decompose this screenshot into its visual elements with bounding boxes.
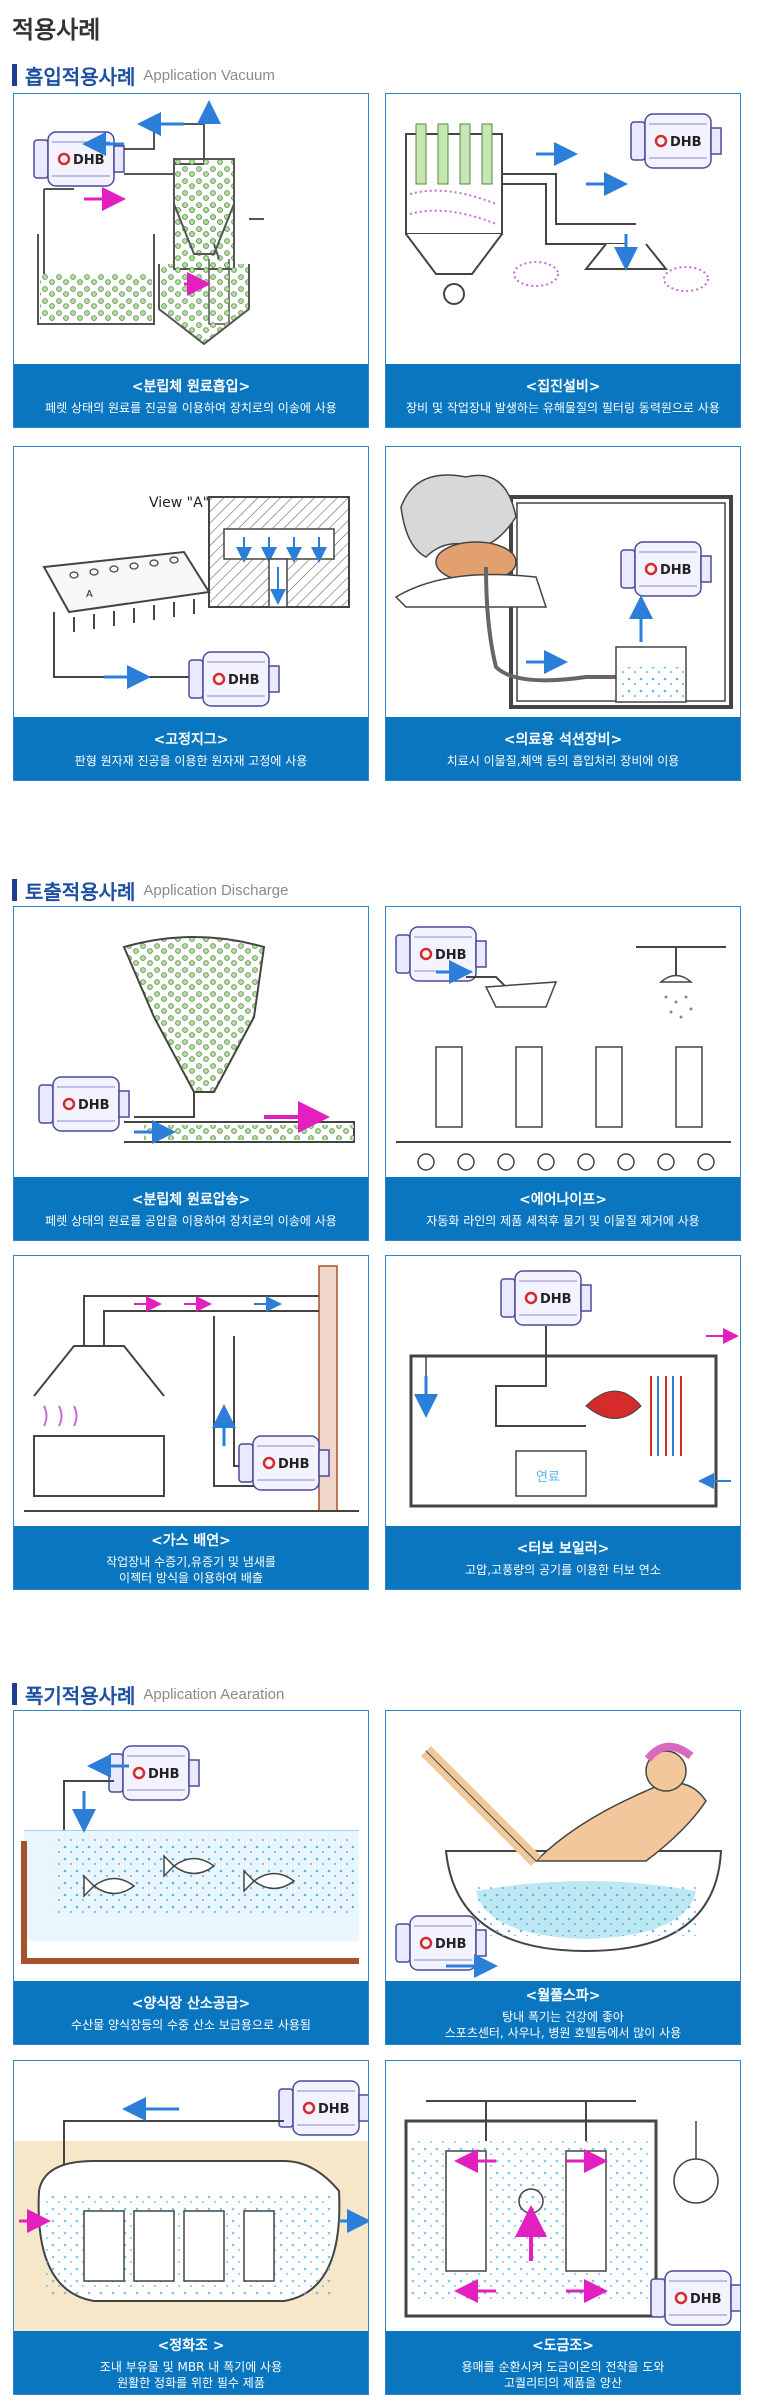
section-marker: [12, 1683, 17, 1705]
card-desc-line2: 스포츠센터, 사우나, 병원 호텔등에서 많이 사용: [444, 2025, 682, 2040]
card-desc: 고압,고풍량의 공기를 이용한 터보 연소: [465, 1562, 661, 1577]
plating-bath-illustration: [404, 2100, 740, 2327]
card-title: <고정지그>: [153, 731, 229, 748]
medical-suction-illustration: [394, 474, 733, 709]
powder-conveying-illustration: [37, 936, 355, 1144]
card-caption: <월풀스파> 탕내 폭기는 건강에 좋아 스포츠센터, 사우나, 병원 호텔등에…: [386, 1981, 740, 2044]
card-fixing-jig: View "A" A <고정지그> 판형 원자재 진공을 이용한 원자재 고정에…: [13, 446, 369, 781]
section-title-ko: 흡입적용사례: [25, 64, 136, 89]
section-marker: [12, 64, 17, 86]
section-title-en: Application Aearation: [143, 1685, 285, 1703]
card-dust-collector: <집진설비> 장비 및 작업장내 발생하는 유해물질의 필터링 동력원으로 사용: [385, 93, 741, 428]
card-turbo-boiler: 연료 <터보 보일러> 고압,고풍량의 공기를 이용한 터보 연소: [385, 1255, 741, 1590]
card-desc-line2: 이젝터 방식을 이용하여 배출: [119, 1570, 263, 1585]
card-desc: 조내 부유물 및 MBR 내 폭기에 사용: [99, 2359, 283, 2374]
card-plating-bath: <도금조> 용매를 순환시켜 도금이온의 전착을 도와 고퀄리티의 제품을 양산: [385, 2060, 741, 2395]
card-desc: 작업장내 수증기,유증기 및 냄새를: [106, 1554, 276, 1569]
card-title: <의료용 석션장비>: [503, 731, 623, 748]
card-caption: <의료용 석션장비> 치료시 이물질,체액 등의 흡입처리 장비에 이용: [386, 717, 740, 780]
card-powder-suction: <분립체 원료흡입> 페렛 상태의 원료를 진공을 이용하여 장치로의 이송에 …: [13, 93, 369, 428]
section-title-aeration: 폭기적용사례 Application Aearation: [12, 1681, 285, 1708]
whirlpool-spa-illustration: [394, 1742, 723, 1978]
card-title: <양식장 산소공급>: [131, 1995, 251, 2012]
view-a-label: View "A": [149, 495, 209, 511]
card-caption: <집진설비> 장비 및 작업장내 발생하는 유해물질의 필터링 동력원으로 사용: [386, 364, 740, 427]
card-caption: <분립체 원료압송> 페렛 상태의 원료를 공압을 이용하여 장치로의 이송에 …: [14, 1177, 368, 1240]
card-title: <분립체 원료압송>: [131, 1191, 251, 1208]
card-title: <가스 배연>: [151, 1532, 231, 1549]
fish-farm-illustration: [21, 1744, 359, 1964]
gas-exhaust-illustration: [24, 1265, 359, 1512]
air-knife-illustration: [394, 925, 731, 1171]
card-title: <월풀스파>: [525, 1987, 601, 2004]
card-powder-conveying: <분립체 원료압송> 페렛 상태의 원료를 공압을 이용하여 장치로의 이송에 …: [13, 906, 369, 1241]
fixing-jig-illustration: View "A" A: [42, 495, 350, 708]
card-caption: <양식장 산소공급> 수산물 양식장등의 수중 산소 보급용으로 사용됨: [14, 1981, 368, 2044]
card-desc: 자동화 라인의 제품 세척후 물기 및 이물질 제거에 사용: [426, 1213, 700, 1228]
part-a-label: A: [86, 589, 93, 600]
card-desc: 장비 및 작업장내 발생하는 유해물질의 필터링 동력원으로 사용: [406, 400, 720, 415]
card-title: <터보 보일러>: [516, 1540, 610, 1557]
card-title: <집진설비>: [525, 378, 601, 395]
card-desc: 용매를 순환시켜 도금이온의 전착을 도와: [461, 2359, 665, 2374]
card-desc: 수산물 양식장등의 수중 산소 보급용으로 사용됨: [71, 2017, 311, 2032]
card-fish-farm-oxygen: <양식장 산소공급> 수산물 양식장등의 수중 산소 보급용으로 사용됨: [13, 1710, 369, 2045]
card-desc: 페렛 상태의 원료를 진공을 이용하여 장치로의 이송에 사용: [45, 400, 337, 415]
card-caption: <고정지그> 판형 원자재 진공을 이용한 원자재 고정에 사용: [14, 717, 368, 780]
section-title-en: Application Discharge: [143, 881, 289, 899]
powder-suction-illustration: [32, 100, 264, 346]
fuel-label: 연료: [536, 1470, 560, 1485]
card-whirlpool-spa: <월풀스파> 탕내 폭기는 건강에 좋아 스포츠센터, 사우나, 병원 호텔등에…: [385, 1710, 741, 2045]
dust-collector-illustration: [405, 112, 723, 305]
card-desc: 치료시 이물질,체액 등의 흡입처리 장비에 이용: [446, 753, 680, 768]
card-desc: 탕내 폭기는 건강에 좋아: [502, 2009, 624, 2024]
card-title: <분립체 원료흡입>: [131, 378, 251, 395]
card-gas-exhaust: <가스 배연> 작업장내 수증기,유증기 및 냄새를 이젝터 방식을 이용하여 …: [13, 1255, 369, 1590]
card-caption: <가스 배연> 작업장내 수증기,유증기 및 냄새를 이젝터 방식을 이용하여 …: [14, 1526, 368, 1589]
section-title-ko: 토출적용사례: [25, 879, 136, 904]
card-medical-suction: <의료용 석션장비> 치료시 이물질,체액 등의 흡입처리 장비에 이용: [385, 446, 741, 781]
card-air-knife: <에어나이프> 자동화 라인의 제품 세척후 물기 및 이물질 제거에 사용: [385, 906, 741, 1241]
card-desc-line2: 원활한 정화를 위한 필수 제품: [117, 2375, 265, 2390]
page-title: 적용사례: [12, 16, 101, 44]
section-marker: [12, 879, 17, 901]
card-desc-line2: 고퀄리티의 제품을 양산: [503, 2375, 623, 2390]
section-title-discharge: 토출적용사례 Application Discharge: [12, 877, 289, 904]
card-title: <에어나이프>: [519, 1191, 607, 1208]
section-title-ko: 폭기적용사례: [25, 1683, 136, 1708]
card-desc: 판형 원자재 진공을 이용한 원자재 고정에 사용: [74, 753, 308, 768]
card-septic-tank: <정화조 > 조내 부유물 및 MBR 내 폭기에 사용 원활한 정화를 위한 …: [13, 2060, 369, 2395]
card-caption: <에어나이프> 자동화 라인의 제품 세척후 물기 및 이물질 제거에 사용: [386, 1177, 740, 1240]
card-caption: <터보 보일러> 고압,고풍량의 공기를 이용한 터보 연소: [386, 1526, 740, 1589]
card-title: <도금조>: [531, 2337, 595, 2354]
card-title: <정화조 >: [157, 2337, 225, 2354]
section-title-en: Application Vacuum: [143, 66, 275, 84]
turbo-boiler-illustration: 연료: [409, 1269, 739, 1508]
section-title-vacuum: 흡입적용사례 Application Vacuum: [12, 62, 275, 89]
card-caption: <분립체 원료흡입> 페렛 상태의 원료를 진공을 이용하여 장치로의 이송에 …: [14, 364, 368, 427]
card-desc: 페렛 상태의 원료를 공압을 이용하여 장치로의 이송에 사용: [45, 1213, 337, 1228]
card-caption: <정화조 > 조내 부유물 및 MBR 내 폭기에 사용 원활한 정화를 위한 …: [14, 2331, 368, 2394]
card-caption: <도금조> 용매를 순환시켜 도금이온의 전착을 도와 고퀄리티의 제품을 양산: [386, 2331, 740, 2394]
septic-tank-illustration: [14, 2079, 368, 2331]
